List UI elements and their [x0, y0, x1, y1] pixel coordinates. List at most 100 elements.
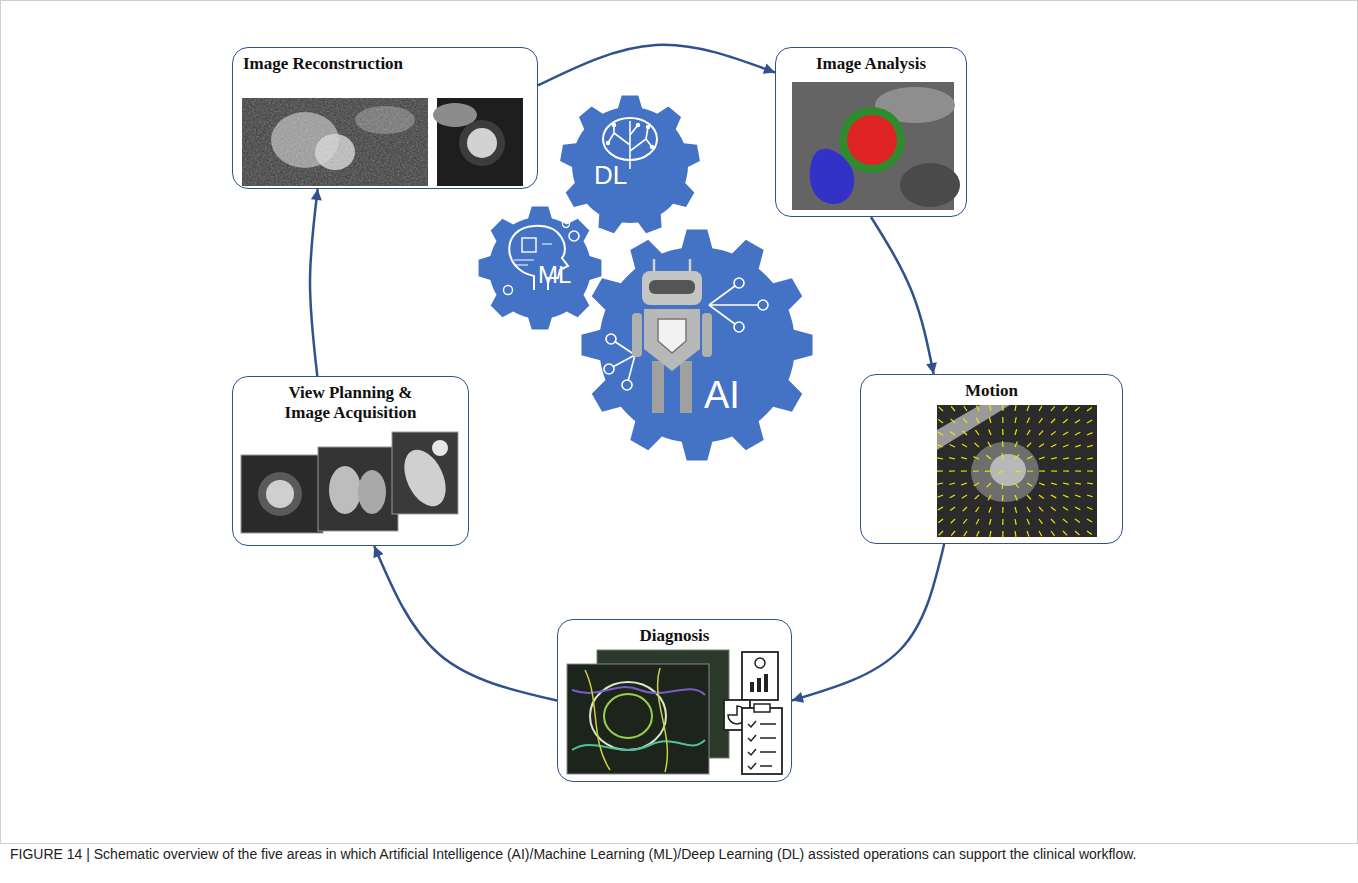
robot-leg [652, 361, 664, 413]
network-node [734, 278, 744, 288]
motion-vector [1027, 418, 1030, 423]
robot-head [642, 271, 702, 305]
gear-label: ML [538, 262, 571, 288]
flow-arrow [374, 546, 557, 701]
motion-vector [961, 457, 967, 459]
motion-vector [937, 470, 943, 471]
motion-vector [962, 495, 967, 498]
motion-vector [949, 483, 955, 485]
robot-shield [658, 319, 686, 353]
motion-vector [939, 531, 943, 535]
head-icon [504, 221, 580, 295]
robot-arm [702, 313, 712, 357]
motion-vector [1051, 406, 1055, 411]
fibre-track [658, 668, 668, 772]
motion-vector [1014, 531, 1016, 537]
motion-vector [977, 531, 979, 537]
motion-vector [1087, 470, 1093, 471]
motion-vector [1027, 507, 1030, 512]
motion-vector [990, 531, 991, 537]
motion-vector [1027, 470, 1033, 471]
motion-vector [1051, 519, 1055, 523]
mri-blob [971, 442, 1039, 502]
motion-vector [1051, 458, 1057, 459]
motion-vector [961, 470, 967, 471]
motion-vector [1002, 453, 1003, 459]
motion-vector [1027, 483, 1032, 486]
box-title: Image Analysis [776, 54, 966, 74]
motion-vector [1015, 429, 1017, 435]
motion-vector [1015, 441, 1017, 447]
motion-vector [973, 457, 979, 459]
motion-vector [1087, 458, 1093, 460]
report-bar [750, 682, 754, 692]
motion-vector [1015, 405, 1016, 411]
motion-vector [951, 519, 955, 523]
motion-vector [975, 495, 979, 499]
motion-vector [1027, 456, 1032, 459]
motion-vector [1075, 483, 1081, 484]
motion-vector [963, 431, 967, 435]
motion-vector [1015, 507, 1017, 513]
motion-vector [989, 507, 991, 513]
gear-label: AI [704, 375, 740, 417]
myocardium [459, 120, 505, 166]
gear-shape [579, 227, 815, 463]
short-axis-view [241, 455, 323, 533]
motion-vector [1027, 531, 1029, 537]
motion-vector [976, 507, 979, 512]
motion-vector [1063, 495, 1069, 497]
motion-vector [1039, 531, 1042, 536]
motion-vector [1051, 483, 1057, 485]
figure-caption: FIGURE 14 | Schematic overview of the fi… [10, 846, 1137, 862]
motion-vector [1039, 444, 1044, 447]
motion-vector [1075, 507, 1080, 510]
process-box: Image Reconstruction [232, 47, 538, 189]
motion-vector [1075, 407, 1080, 411]
motion-vector [990, 405, 991, 411]
motion-vector [1027, 430, 1030, 435]
small-cog [569, 231, 579, 241]
motion-vector [1039, 470, 1045, 471]
blood-pool [467, 128, 497, 158]
circuit-dot [636, 123, 640, 127]
motion-vector [1075, 420, 1080, 423]
motion-vector [1087, 495, 1093, 497]
motion-vector [976, 519, 979, 524]
myocardium-mask [839, 107, 905, 173]
fibre-track [585, 670, 610, 770]
process-box: Diagnosis [557, 619, 792, 782]
motion-vector [1039, 431, 1043, 435]
box-title: View Planning & Image Acquisition [271, 383, 431, 423]
gear-body [479, 207, 602, 330]
robot-icon [604, 259, 768, 413]
motion-vector [1063, 531, 1067, 535]
motion-vector [1002, 495, 1004, 501]
motion-vector [939, 407, 943, 411]
mri-image [937, 405, 1097, 537]
motion-vector [938, 519, 943, 523]
motion-vector [964, 406, 967, 411]
motion-vector [1015, 417, 1016, 423]
motion-vector [1075, 457, 1081, 459]
motion-vector [949, 458, 955, 459]
motion-vector [950, 432, 955, 435]
motion-vector [938, 419, 943, 423]
circuit-dot [612, 123, 616, 127]
motion-vector [1087, 531, 1092, 535]
motion-vector [1063, 407, 1067, 411]
motion-vector [937, 445, 943, 447]
motion-vector [1039, 519, 1042, 524]
report-bar [757, 678, 761, 692]
report-gear [755, 658, 765, 668]
clipboard-clip [754, 704, 770, 712]
flow-arrow [871, 217, 934, 374]
process-box: Image Analysis [775, 47, 967, 217]
motion-vector [951, 406, 955, 411]
motion-vector [1027, 519, 1029, 524]
motion-vector [1051, 444, 1056, 447]
fibre-track [572, 740, 705, 750]
motion-vector [1039, 406, 1042, 411]
